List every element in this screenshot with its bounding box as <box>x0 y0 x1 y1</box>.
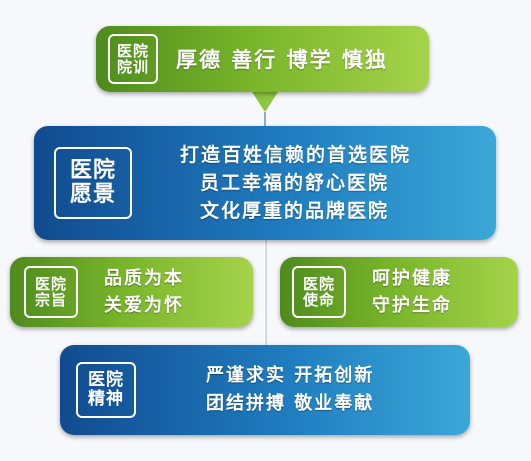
spirit-text: 严谨求实 开拓创新 团结拼搏 敬业奉献 <box>206 362 374 418</box>
spirit-line-1: 严谨求实 开拓创新 <box>206 365 375 386</box>
badge-hospital-spirit: 医院 精神 <box>76 362 136 418</box>
badge-line-1: 医院 <box>34 274 67 293</box>
mission-text: 呵护健康 守护生命 <box>372 265 452 319</box>
badge-line-1: 医院 <box>116 41 149 60</box>
badge-line-1: 医院 <box>88 370 124 391</box>
panel-hospital-mission: 医院 使命 呵护健康 守护生命 <box>280 257 518 327</box>
badge-line-2: 宗旨 <box>34 291 67 309</box>
purpose-line-1: 品质为本 <box>104 268 184 289</box>
badge-hospital-mission: 医院 使命 <box>292 266 346 318</box>
panel-hospital-purpose: 医院 宗旨 品质为本 关爱为怀 <box>10 257 253 327</box>
vision-text: 打造百姓信赖的首选医院 员工幸福的舒心医院 文化厚重的品牌医院 <box>180 141 411 225</box>
vision-line-1: 打造百姓信赖的首选医院 <box>180 144 412 166</box>
vision-line-2: 员工幸福的舒心医院 <box>200 172 390 194</box>
connector-arrow <box>252 92 278 112</box>
panel-hospital-vision: 医院 愿景 打造百姓信赖的首选医院 员工幸福的舒心医院 文化厚重的品牌医院 <box>34 126 496 240</box>
badge-hospital-purpose: 医院 宗旨 <box>24 266 78 318</box>
badge-line-1: 医院 <box>302 274 335 293</box>
panel-hospital-motto: 医院 院训 厚德 善行 博学 慎独 <box>96 26 429 92</box>
spirit-line-2: 团结拼搏 敬业奉献 <box>206 393 375 414</box>
badge-line-2: 愿景 <box>69 182 116 207</box>
motto-line-1: 厚德 善行 博学 慎独 <box>176 48 388 72</box>
mission-line-1: 呵护健康 <box>372 268 452 289</box>
purpose-line-2: 关爱为怀 <box>104 295 184 316</box>
badge-line-2: 使命 <box>302 291 335 309</box>
panel-hospital-spirit: 医院 精神 严谨求实 开拓创新 团结拼搏 敬业奉献 <box>60 345 470 435</box>
vision-line-3: 文化厚重的品牌医院 <box>200 200 390 222</box>
badge-hospital-motto: 医院 院训 <box>108 34 158 84</box>
mission-line-2: 守护生命 <box>372 295 452 316</box>
badge-hospital-vision: 医院 愿景 <box>54 147 132 219</box>
motto-text: 厚德 善行 博学 慎独 <box>176 44 388 74</box>
badge-line-1: 医院 <box>69 157 116 183</box>
badge-line-2: 院训 <box>116 58 149 76</box>
purpose-text: 品质为本 关爱为怀 <box>104 265 184 319</box>
badge-line-2: 精神 <box>88 389 124 409</box>
